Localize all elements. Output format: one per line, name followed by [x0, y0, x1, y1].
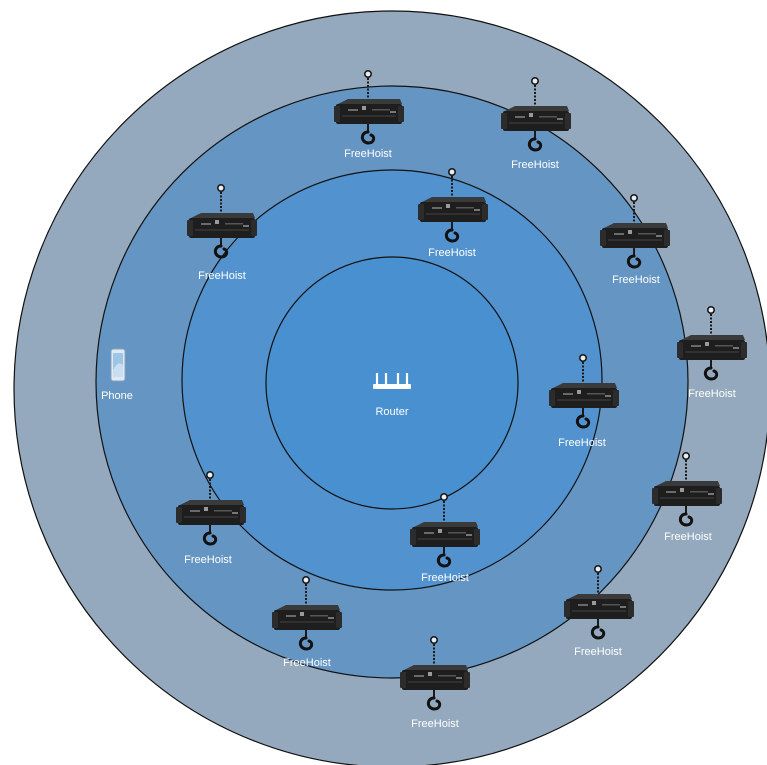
- router[interactable]: Router: [373, 373, 411, 418]
- hoist-label: FreeHoist: [283, 657, 331, 669]
- hoist-label: FreeHoist: [664, 531, 712, 543]
- hoist-label: FreeHoist: [428, 247, 476, 259]
- router-icon: [373, 373, 411, 389]
- hoist-label: FreeHoist: [411, 718, 459, 730]
- hoist-label: FreeHoist: [688, 388, 736, 400]
- hoist-device[interactable]: FreeHoist: [185, 183, 259, 282]
- router-range-ring: [265, 256, 519, 510]
- hoist-device[interactable]: FreeHoist: [650, 451, 724, 543]
- hoist-device[interactable]: FreeHoist: [398, 635, 472, 730]
- hoist-device[interactable]: FreeHoist: [499, 76, 573, 171]
- phone[interactable]: Phone: [101, 348, 133, 402]
- hoist-label: FreeHoist: [421, 572, 469, 584]
- phone-label: Phone: [101, 390, 133, 402]
- hoist-device[interactable]: FreeHoist: [675, 305, 749, 400]
- hoist-device[interactable]: FreeHoist: [174, 470, 248, 566]
- hoist-label: FreeHoist: [198, 270, 246, 282]
- hoist-device[interactable]: FreeHoist: [416, 167, 490, 259]
- hoist-device[interactable]: FreeHoist: [547, 353, 621, 449]
- hoist-label: FreeHoist: [184, 554, 232, 566]
- hoist-label: FreeHoist: [612, 274, 660, 286]
- hoist-device[interactable]: FreeHoist: [332, 69, 406, 160]
- hoist-label: FreeHoist: [558, 437, 606, 449]
- hoist-device[interactable]: FreeHoist: [562, 564, 636, 658]
- hoist-label: FreeHoist: [574, 646, 622, 658]
- hoist-label: FreeHoist: [344, 148, 392, 160]
- hoist-device[interactable]: FreeHoist: [598, 193, 672, 286]
- hoist-device[interactable]: FreeHoist: [270, 575, 344, 669]
- router-label: Router: [375, 406, 408, 418]
- hoist-label: FreeHoist: [511, 159, 559, 171]
- phone-icon: [110, 348, 126, 382]
- hoist-layer: FreeHoistFreeHoistFreeHoistFreeHoistFree…: [174, 69, 749, 730]
- hoist-device[interactable]: FreeHoist: [408, 492, 482, 584]
